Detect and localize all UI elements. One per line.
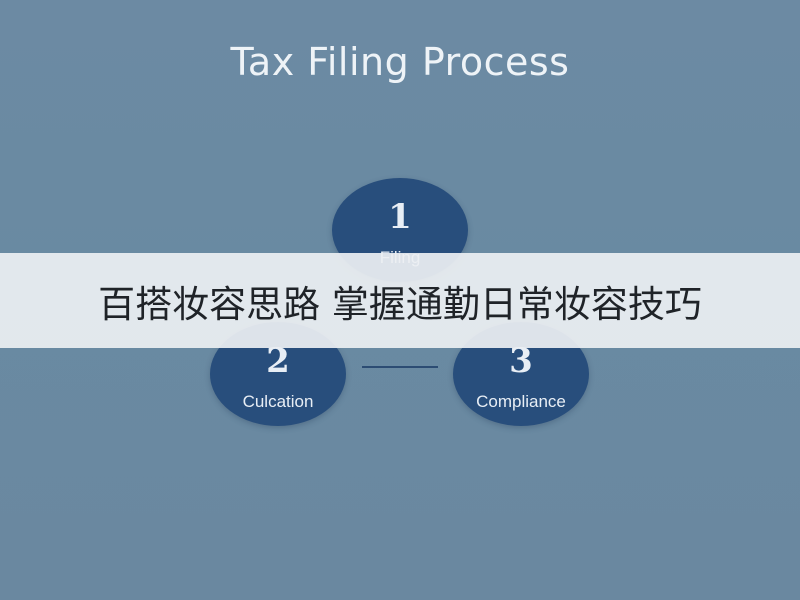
- diagram-title: Tax Filing Process: [230, 40, 570, 84]
- step-3-number: 3: [509, 341, 533, 381]
- connector-line: [362, 366, 438, 368]
- banner-caption: 百搭妆容思路 掌握通勤日常妆容技巧: [98, 282, 702, 326]
- step-2-number: 2: [266, 341, 290, 381]
- step-2-label: Culcation: [242, 392, 314, 411]
- step-3-label: Compliance: [476, 392, 566, 411]
- step-1-number: 1: [388, 197, 412, 237]
- overlay-banner: 百搭妆容思路 掌握通勤日常妆容技巧: [0, 253, 800, 348]
